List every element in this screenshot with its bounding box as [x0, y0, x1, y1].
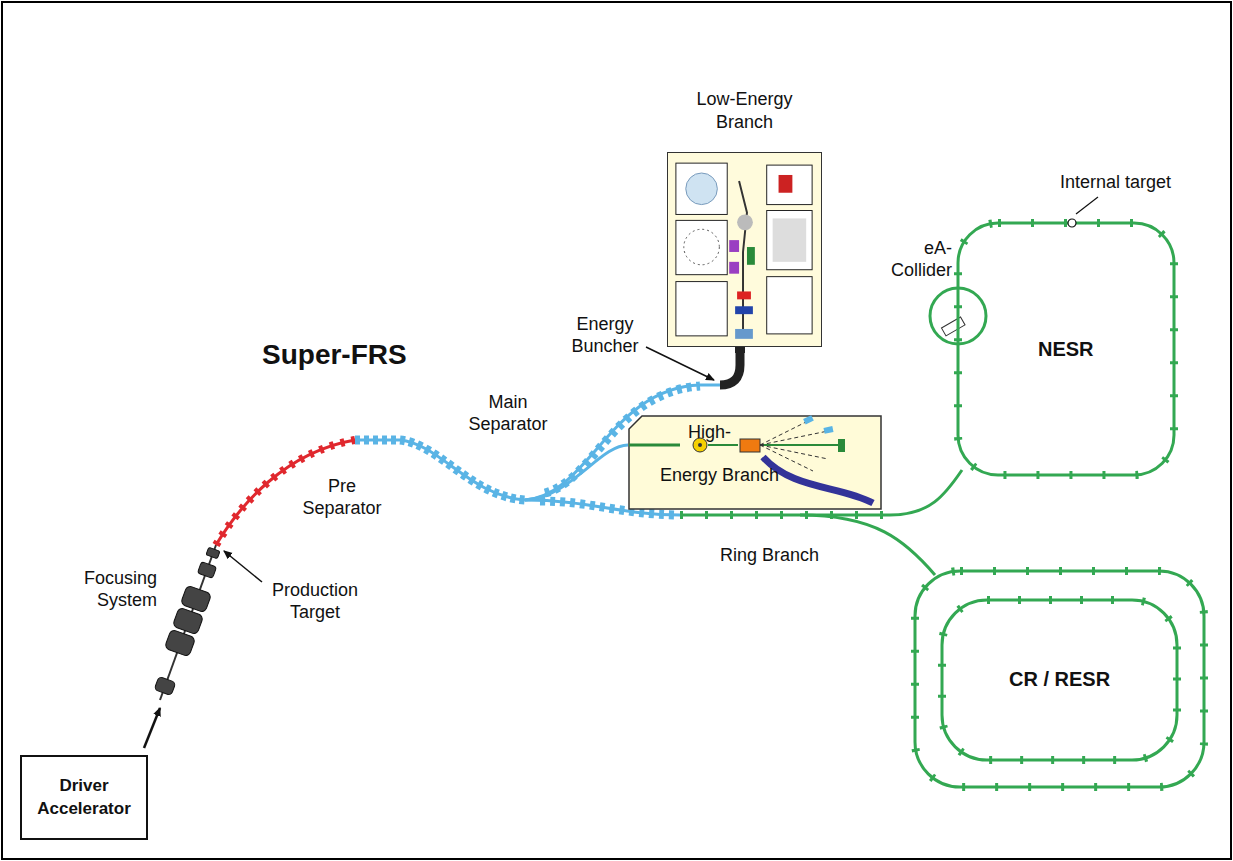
component-label: Energy Buncher [560, 314, 650, 357]
node-title: Driver Accelerator [28, 775, 140, 819]
node-title: High- [688, 422, 731, 443]
branch-label: Ring Branch [720, 545, 870, 567]
node-title: NESR [1038, 338, 1094, 361]
high-energy-branch-box: High- Energy Branch [628, 415, 882, 510]
component-label: Focusing System [62, 568, 157, 611]
component-label: Main Separator [462, 392, 554, 435]
component-label: Production Target [260, 580, 370, 623]
node-outline [668, 153, 821, 346]
node-subtitle: Energy Branch [660, 465, 779, 486]
low-energy-branch-box: Low-Energy Branch [667, 152, 822, 347]
component-label: Internal target [1060, 172, 1200, 194]
driver-accelerator-box: Driver Accelerator [20, 755, 148, 840]
node-outline [628, 415, 882, 510]
component-label: eA- Collider [878, 238, 952, 281]
component-label: Pre Separator [296, 476, 388, 519]
facility-title: Super-FRS [262, 338, 422, 372]
node-title: Low-Energy Branch [680, 88, 810, 133]
nesr-ring: NESR [955, 220, 1177, 478]
node-title: CR / RESR [1009, 668, 1110, 691]
cr-resr-ring: CR / RESR [912, 568, 1207, 790]
